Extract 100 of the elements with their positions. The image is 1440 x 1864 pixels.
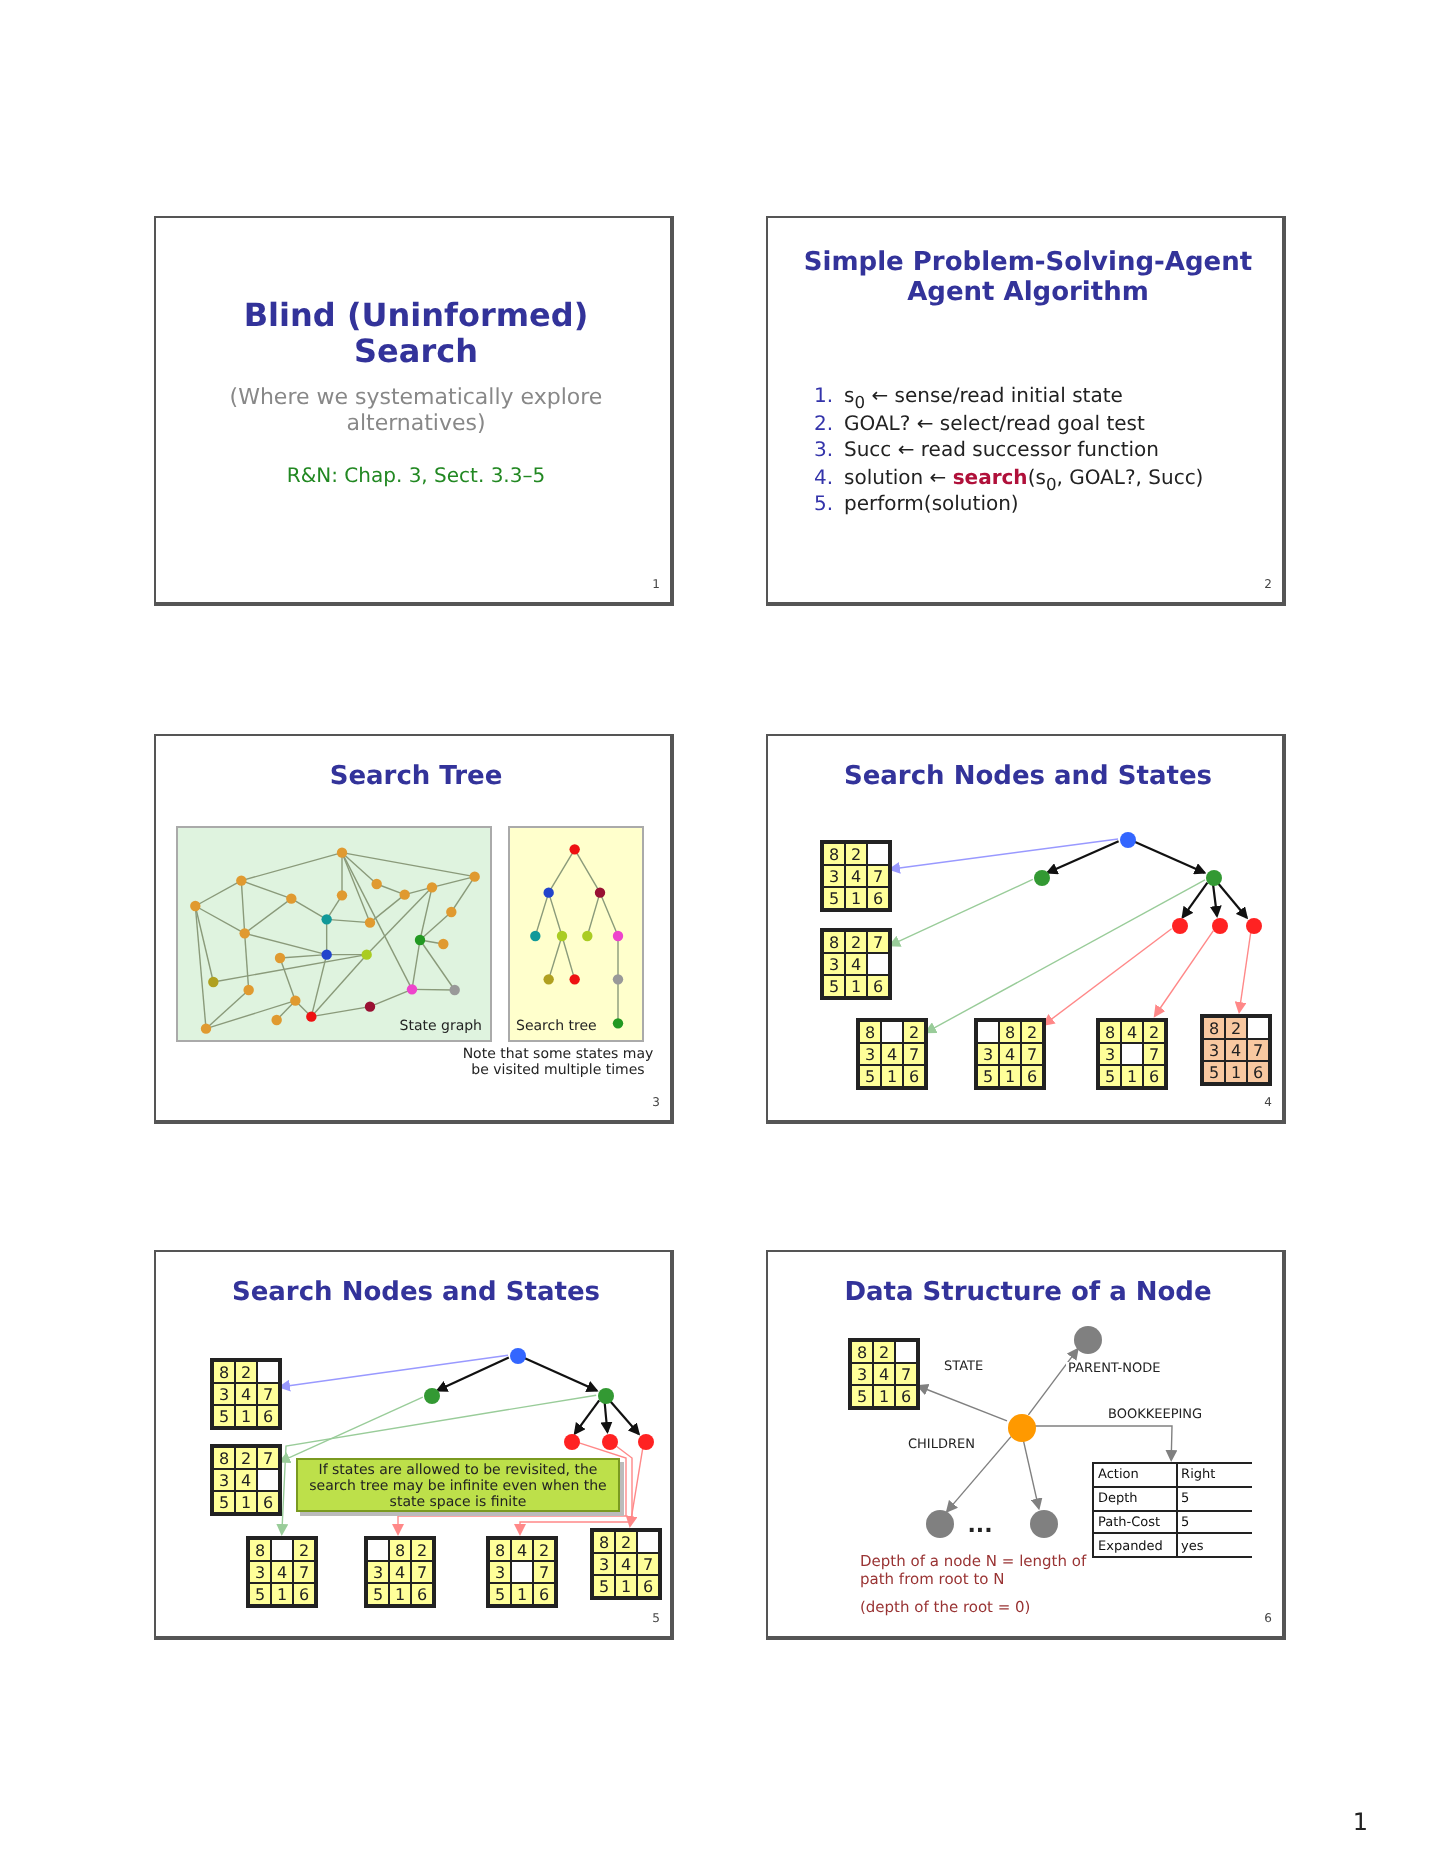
puzzle-tile: 2 [1226,1018,1246,1038]
puzzle-tile: 2 [874,1342,894,1362]
puzzle-tile: 7 [904,1044,924,1064]
puzzle-tile: 4 [616,1554,636,1574]
puzzle-grid [974,1018,1046,1090]
puzzle-tile: 1 [882,1066,902,1086]
puzzle-tile: 1 [1226,1062,1246,1082]
puzzle-tile: 2 [294,1540,314,1560]
list-number: 1. [814,386,836,409]
puzzle-grid [820,840,892,912]
puzzle-tile: 4 [874,1364,894,1384]
puzzle-tile: 4 [1000,1044,1020,1064]
puzzle-grid [820,928,892,1000]
list-number: 3. [814,440,836,463]
arrow [1181,881,1209,920]
puzzle-tile: 1 [846,976,866,996]
puzzle-tile: 2 [1144,1022,1164,1042]
arrow [276,1394,597,1536]
puzzle-tile: 1 [846,888,866,908]
puzzle-tile: 7 [258,1384,278,1404]
arrow [1234,931,1252,1014]
puzzle-tile: 3 [490,1562,510,1582]
puzzle-tile: 6 [1022,1066,1042,1086]
list-number: 2. [814,413,836,436]
puzzle-tile: 4 [272,1562,292,1582]
arrow [1033,1425,1178,1462]
list-number: 5. [814,494,836,517]
puzzle-tile: 1 [616,1576,636,1596]
list-item: Succ ← read successor function [844,440,1161,463]
puzzle-tile: 4 [846,866,866,886]
tree-node-dot [1008,1414,1036,1442]
arrow [916,1384,1008,1422]
slide-frame [766,1250,1286,1640]
puzzle-tile: 7 [1248,1040,1268,1060]
puzzle-grid [486,1536,558,1608]
puzzle-tile: 6 [294,1584,314,1604]
puzzle-tile: 3 [824,954,844,974]
puzzle-tile: 6 [258,1492,278,1512]
puzzle-tile: 3 [250,1562,270,1582]
arrow [600,1401,613,1434]
arrow [1132,840,1207,875]
puzzle-grid [1200,1014,1272,1086]
bookkeeping-table [1092,1462,1252,1558]
puzzle-tile: 3 [978,1044,998,1064]
slide-title: Search Tree [327,764,505,794]
puzzle-tile: 8 [852,1342,872,1362]
puzzle-tile: 4 [512,1540,532,1560]
puzzle-grid [210,1444,282,1516]
puzzle-tile: 3 [860,1044,880,1064]
page-number: 1 [1350,1810,1368,1838]
arrow [1042,928,1173,1026]
puzzle-tile: 1 [236,1406,256,1426]
puzzle-tile: 1 [1000,1066,1020,1086]
puzzle-tile: 1 [236,1492,256,1512]
puzzle-tile: 5 [860,1066,880,1086]
puzzle-grid [246,1536,318,1608]
puzzle-tile: 2 [236,1362,256,1382]
arrow [278,1396,424,1464]
tree-node-dot [638,1434,654,1450]
puzzle-tile: 8 [250,1540,270,1560]
puzzle-tile: 2 [846,932,866,952]
puzzle-tile: 6 [258,1406,278,1426]
puzzle-grid [1096,1018,1168,1090]
puzzle-tile: 4 [882,1044,902,1064]
arrow [435,1356,510,1392]
tree-node-dot [602,1434,618,1450]
puzzle-tile: 5 [594,1576,614,1596]
tree-node-dot [1034,870,1050,886]
puzzle-tile: 5 [214,1406,234,1426]
puzzle-tile: 6 [1144,1066,1164,1086]
puzzle-grid [364,1536,436,1608]
slide-frame [766,216,1286,606]
arrow [1022,1438,1043,1511]
puzzle-tile: 1 [1122,1066,1142,1086]
puzzle-tile: 6 [868,976,888,996]
puzzle-tile: 7 [534,1562,554,1582]
slide-title: Simple Problem-Solving-Agent Agent Algorithm [801,250,1255,310]
tree-node-dot [1120,832,1136,848]
puzzle-tile: 4 [236,1470,256,1490]
tree-node-dot [424,1388,440,1404]
puzzle-grid [590,1528,662,1600]
arrow [1045,840,1120,875]
arrow [278,1354,509,1392]
arrow [1216,881,1249,920]
slide-frame [766,734,1286,1124]
tree-node-dot [1246,918,1262,934]
puzzle-tile: 2 [846,844,866,864]
tree-node-dot [510,1348,526,1364]
puzzle-tile: 5 [250,1584,270,1604]
arrow [514,1444,633,1536]
tree-node-dot [1212,918,1228,934]
slide-frame [154,1250,674,1640]
puzzle-tile: 3 [594,1554,614,1574]
puzzle-tile: 2 [412,1540,432,1560]
ellipsis-text: ... [965,1514,995,1540]
puzzle-tile: 1 [272,1584,292,1604]
reference-text: R&N: Chap. 3, Sect. 3.3–5 [284,466,548,489]
puzzle-tile: 7 [868,866,888,886]
puzzle-tile: 8 [214,1362,234,1382]
puzzle-tile: 2 [534,1540,554,1560]
